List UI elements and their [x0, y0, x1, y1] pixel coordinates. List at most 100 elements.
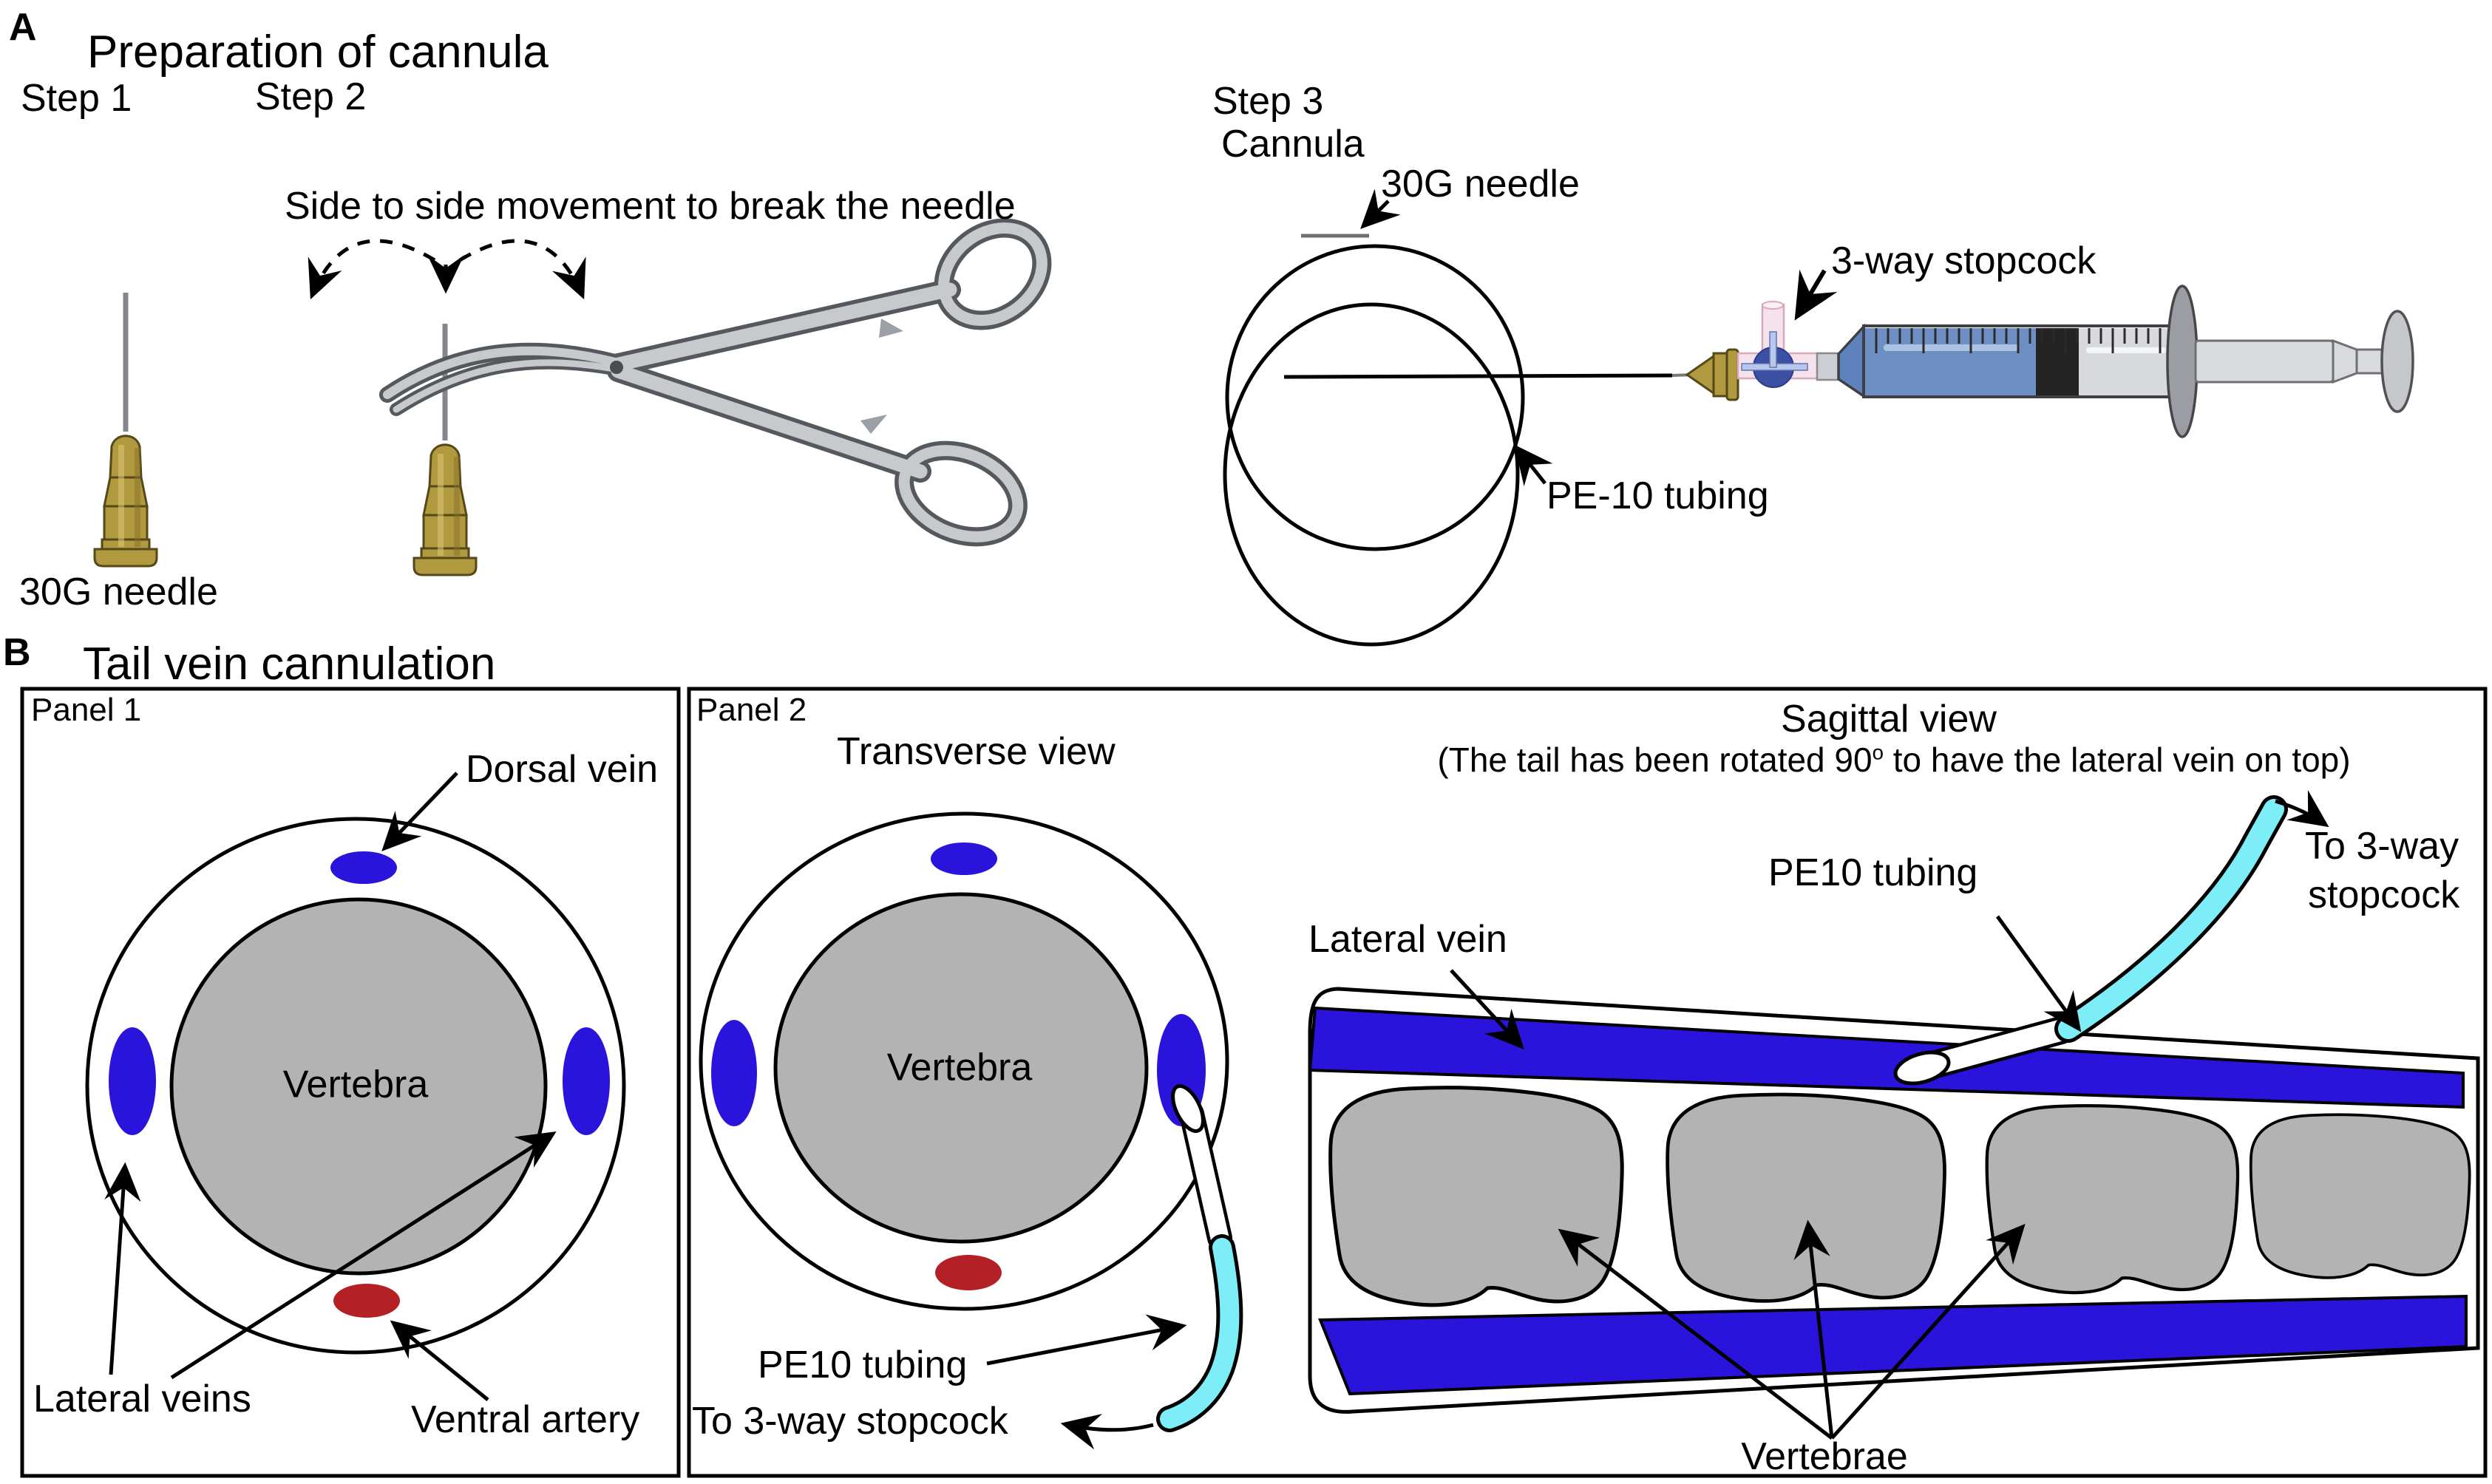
cannula-label: Cannula: [1221, 123, 1365, 166]
to-stopcock-label-line1: To 3-way: [2305, 825, 2459, 868]
forceps-illustration: [379, 218, 1052, 547]
side-to-side-arrows: [308, 239, 586, 300]
vertebra-1: [1331, 1088, 1623, 1305]
ventral-artery: [935, 1255, 1002, 1290]
hub-cone: [1685, 354, 1715, 395]
arrow-lateral-vein-left: [104, 1162, 141, 1375]
side-to-side-label: Side to side movement to break the needl…: [285, 185, 1016, 228]
syringe-flange: [2166, 285, 2199, 438]
dorsal-vein: [931, 843, 997, 875]
needle-30g-step1-illustration: [93, 293, 158, 568]
syringe-fluid: [1864, 328, 2036, 395]
dorsal-vein-label: Dorsal vein: [466, 748, 659, 791]
arrow-lateral-vein: [1450, 969, 1524, 1050]
forceps-ratchet-spur-lower: [860, 415, 887, 434]
dorsal-vein: [330, 851, 397, 884]
section-b-label: B: [3, 631, 31, 674]
transverse-view-label: Transverse view: [837, 730, 1116, 773]
forceps-ratchet-spur-upper: [879, 319, 903, 338]
arrow-stopcock: [1794, 269, 1838, 321]
vertebrae-label: Vertebrae: [1741, 1435, 1908, 1478]
arrow-to-stopcock: [2275, 789, 2329, 828]
forceps-upper-shank: [608, 282, 957, 372]
section-a-title: Preparation of cannula: [87, 27, 549, 78]
panel2-box: [687, 687, 2488, 1478]
arrow-pe10-tubing: [1514, 444, 1553, 487]
vertebra-2: [1668, 1095, 1945, 1301]
lateral-vein-label-sagittal: Lateral vein: [1308, 918, 1507, 961]
arrow-vertebra-3: [1830, 1223, 2026, 1440]
vertebra-3: [1987, 1106, 2238, 1293]
lateral-veins-label: Lateral veins: [33, 1378, 251, 1420]
sagittal-art: [1308, 789, 2480, 1440]
arrow-30g-needle-step3: [1360, 188, 1401, 229]
forceps-lower-jaw: [393, 359, 622, 413]
arrow-dorsal-vein: [381, 772, 458, 851]
tubing-line: [1283, 373, 1673, 379]
to-stopcock-label-line2: stopcock: [2308, 874, 2460, 916]
arrow-ventral-artery: [390, 1320, 489, 1401]
lateral-vein-band: [1308, 1006, 2465, 1109]
vertebra-label-panel2: Vertebra: [886, 1046, 1033, 1089]
syringe-plunger-seal: [2036, 328, 2079, 395]
lateral-vein-left: [711, 1020, 757, 1126]
needle-30g-label: 30G needle: [19, 571, 218, 613]
forceps-upper-ring: [938, 222, 1048, 327]
syringe-fluid-highlight: [1884, 344, 2018, 351]
needle-hub: [412, 443, 478, 576]
arrow-to-stopcock: [1060, 1414, 1154, 1450]
syringe-graduations: [1875, 328, 2173, 353]
hub-ring-2: [1725, 348, 1739, 401]
syringe-shoulder: [1837, 323, 1865, 399]
vertebra-body: [773, 892, 1149, 1244]
vertebra-4: [2249, 1113, 2471, 1279]
cannula-tip: [1171, 1084, 1205, 1133]
forceps-lower-ring: [898, 445, 1024, 542]
forceps-hinge: [610, 361, 623, 374]
panel1-art: [85, 772, 626, 1401]
lateral-vein-left: [109, 1027, 156, 1135]
arrow-pe10-tubing: [986, 1314, 1187, 1366]
forceps-lower-shank: [611, 364, 928, 479]
pe10-tubing: [2058, 799, 2284, 1039]
panel2-art: [699, 811, 1243, 1450]
swing-arc-left: [308, 239, 436, 300]
rotation-note-sup: o: [1872, 741, 1884, 764]
swing-arc-right: [458, 239, 586, 300]
rotation-note-post: to have the lateral vein on top): [1883, 741, 2351, 779]
syringe-neck: [1816, 352, 1842, 381]
section-a-art: [93, 188, 2414, 647]
lateral-vein-right: [563, 1027, 610, 1135]
cannula-coil: [1223, 234, 1673, 647]
ventral-artery: [333, 1284, 400, 1318]
coil-loop-2: [1223, 302, 1520, 647]
stopcock-label: 3-way stopcock: [1831, 239, 2097, 282]
section-a-arrows: [1360, 188, 1838, 487]
panel1-box: [20, 687, 681, 1478]
section-a-label: A: [9, 6, 37, 49]
stopcock-handle-vertical: [1769, 331, 1777, 368]
step1-label: Step 1: [21, 77, 132, 120]
pe10-tubing-label-sagittal: PE10 tubing: [1768, 851, 1978, 894]
section-b-art: [20, 687, 2488, 1478]
arrow-vertebra-2: [1793, 1219, 1834, 1439]
ventral-artery-label: Ventral artery: [411, 1398, 640, 1441]
stopcock-tube-opening: [1762, 301, 1784, 310]
pe10-tubing: [1160, 1238, 1240, 1429]
panel2-label: Panel 2: [696, 692, 807, 728]
cannula-tip: [1893, 1050, 1951, 1086]
section-b-title: Tail vein cannulation: [83, 639, 496, 690]
syringe-plunger-taper: [2332, 338, 2358, 384]
pe10-tubing-label-a: PE-10 tubing: [1547, 474, 1769, 517]
syringe-plunger-rod: [2194, 339, 2335, 384]
pe10-tubing-label-panel2: PE10 tubing: [758, 1344, 968, 1386]
sagittal-rotation-note: (The tail has been rotated 90o to have t…: [1437, 742, 2350, 777]
hub-ring-1: [1712, 352, 1728, 398]
step3-label: Step 3: [1212, 80, 1324, 123]
cannula-needle-hub: [1685, 348, 1739, 401]
forceps-upper-jaw: [383, 346, 619, 399]
arrow-pe10-tubing: [1995, 915, 2082, 1032]
arrow-vertebra-1: [1558, 1228, 1833, 1440]
